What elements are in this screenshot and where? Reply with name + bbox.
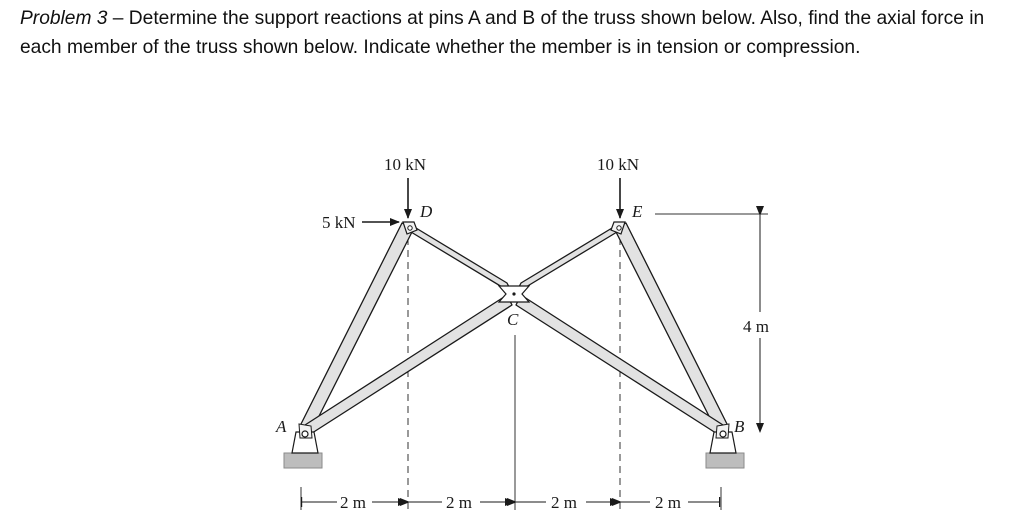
node-label-d: D [419, 202, 433, 221]
joint-c-plate [497, 285, 531, 303]
loads [362, 178, 624, 226]
pin-support-b [705, 423, 745, 469]
node-label-b: B [734, 417, 745, 436]
member-ce [515, 221, 623, 294]
problem-label: Problem 3 [20, 8, 108, 29]
member-dc [405, 221, 513, 294]
load-label-horizontal: 5 kN [322, 213, 356, 232]
joint-d [402, 221, 418, 235]
node-label-e: E [631, 202, 643, 221]
node-label-a: A [275, 417, 287, 436]
dimension-span-1: 2 m [340, 493, 366, 512]
dimension-span-3: 2 m [551, 493, 577, 512]
problem-statement: Problem 3 – Determine the support reacti… [20, 4, 1010, 62]
pin-support-a [283, 423, 323, 469]
load-label-e: 10 kN [597, 155, 639, 174]
reference-lines [300, 213, 768, 510]
problem-text: Determine the support reactions at pins … [20, 8, 985, 58]
load-label-d: 10 kN [384, 155, 426, 174]
node-label-c: C [507, 310, 519, 329]
dimension-height: 4 m [743, 317, 769, 336]
problem-dash: – [107, 8, 129, 29]
dimension-span-2: 2 m [446, 493, 472, 512]
joint-e [610, 221, 626, 235]
dimension-span-4: 2 m [655, 493, 681, 512]
